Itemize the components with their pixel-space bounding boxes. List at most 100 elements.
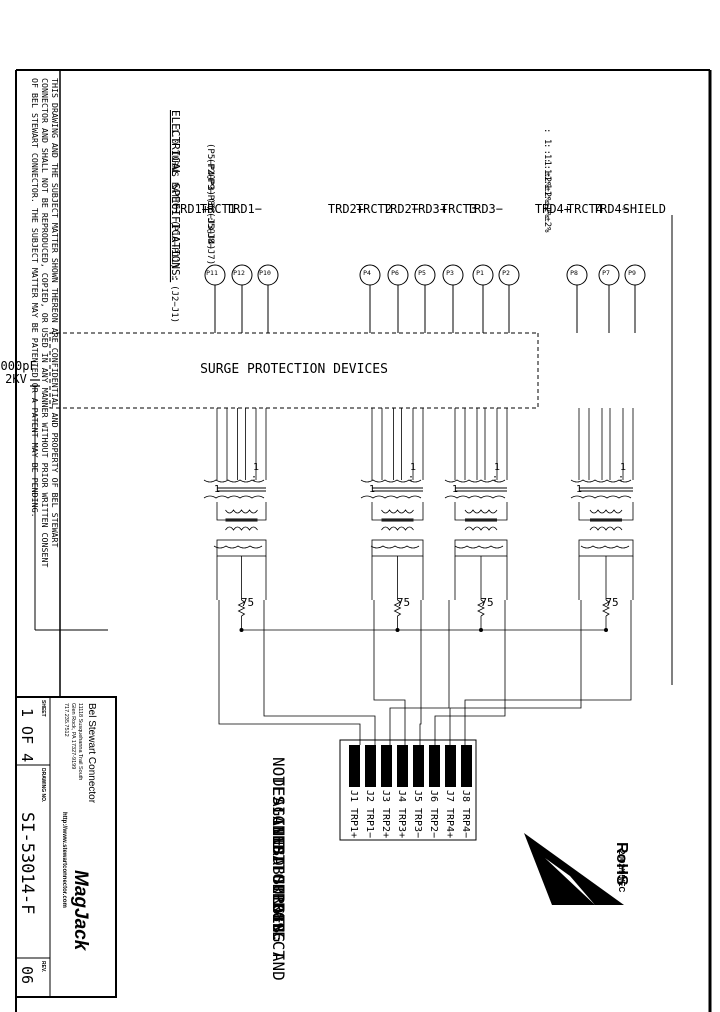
wires [214, 215, 673, 745]
signal-label: TRD1+ [173, 202, 209, 216]
resistor-value: 75 [480, 596, 493, 609]
signal-label: TRCT1 [200, 202, 236, 216]
connector-signal-label: TRP4+ [444, 808, 455, 838]
pin-label: P9 [628, 269, 636, 277]
specs-lines: 1.0 TURNS RATIO: (P10−P11) : (J2−J1) : 1 … [169, 128, 552, 323]
coil [360, 495, 422, 499]
ratio-text: 1 [253, 462, 259, 473]
ratio-text: : [618, 473, 624, 484]
coil [203, 495, 265, 499]
ratio-text: 1 [410, 462, 416, 473]
pin-label: P3 [446, 269, 454, 277]
spec-line: (P5−P4) : (J6−J3) [205, 143, 215, 235]
note-line: AGAINST GR1089 [269, 797, 288, 932]
signal-label: TRD3− [467, 202, 503, 216]
signal-label: TRD3+ [411, 202, 447, 216]
notes-heading: NOTES: [269, 757, 288, 815]
signal-label: TRCT2 [356, 202, 392, 216]
surge-protection-label: SURGE PROTECTION DEVICES [200, 362, 388, 377]
pin-label: P11 [206, 269, 218, 277]
coil [360, 479, 422, 483]
rohs-label: RoHS [613, 842, 630, 886]
spec-tolerance: : 1 : 1 ±2% [542, 128, 552, 188]
connector-contact [397, 745, 408, 787]
spec-line: (P2−P3) : (J5−J4) [205, 158, 215, 250]
spec-tolerance: : 1 : 1 ±2% [542, 173, 552, 233]
choke-coil [589, 509, 623, 514]
choke-coil [225, 509, 258, 514]
resistor [477, 599, 485, 617]
connector-pin-label: J7 [444, 790, 455, 802]
spec-line: 1.0 TURNS RATIO: (P10−P11) : (J2−J1) [169, 128, 179, 323]
pin-label: P7 [602, 269, 610, 277]
rohs-sub: 2002/95/EC [617, 850, 626, 892]
output-trace [373, 600, 406, 745]
drawing-label: DRAWING NO. [40, 768, 46, 803]
signal-label: TRD2− [383, 202, 419, 216]
pin-label: P8 [570, 269, 578, 277]
connector-signal-label: TRP3− [412, 808, 423, 838]
ratio-text: 1 [369, 484, 375, 495]
choke-coil [381, 526, 414, 531]
signal-label: TRD1− [226, 202, 262, 216]
connector-pin-label: J8 [460, 790, 471, 802]
connector-contact [445, 745, 456, 787]
magjack-logo: MagJack [70, 870, 91, 952]
company-address-1: 11118 Susquehanna Trail South [77, 703, 83, 780]
spec-tolerance: : 1 : 1 ±2% [542, 143, 552, 203]
ratio-text: 1 [214, 484, 220, 495]
connector-pins: J8TRP4−J7TRP4+J6TRP2−J5TRP3−J4TRP3+J3TRP… [348, 745, 472, 838]
title-block: Bel Stewart Connector 11118 Susquehanna … [15, 696, 117, 998]
connector-pin-label: J5 [412, 790, 423, 802]
connector-contact [461, 745, 472, 787]
pin-label: P10 [259, 269, 271, 277]
output-trace [434, 600, 506, 745]
surge-protection-box [49, 332, 539, 409]
coil [570, 479, 632, 483]
connector-pin-label: J1 [348, 790, 359, 802]
connector-signal-label: TRP2− [428, 808, 439, 838]
connector-body [339, 739, 477, 841]
company-name: Bel Stewart Connector [86, 703, 97, 804]
signal-label: TRD2+ [328, 202, 364, 216]
company-address-2: Glen Rock, PA 17327-9199 [70, 703, 76, 769]
note-line: INTRABUILDING AND [269, 817, 288, 981]
rev-number: 06 [18, 966, 36, 984]
connector-contact [429, 745, 440, 787]
resistor [393, 599, 402, 617]
coil [570, 495, 632, 499]
connector-contact [381, 745, 392, 787]
signal-label: TRCT4 [567, 202, 603, 216]
capacitor-value: 1000pF [0, 359, 37, 373]
connector-signal-label: TRP2+ [380, 808, 391, 838]
spec-tolerance: : 1 : 1 ±2% [542, 158, 552, 218]
ratio-text: : [408, 473, 414, 484]
company-url: http://www.stewartconnector.com [61, 812, 67, 908]
output-trace [419, 600, 422, 745]
ratio-text: 1 [452, 484, 458, 495]
pin-label: P4 [363, 269, 371, 277]
choke-coil [589, 526, 623, 531]
note-line: ESD SURGES. [269, 837, 288, 943]
ratio-text: 1 [494, 462, 500, 473]
pin-label: P1 [476, 269, 484, 277]
choke-coil [381, 509, 414, 514]
specs-heading: ELECTRICAL SPECIFICATIONS: [169, 110, 182, 282]
resistor-value: 75 [397, 596, 410, 609]
connector-pin-label: J6 [428, 790, 439, 802]
sheet-label: SHEET [40, 700, 46, 717]
connector-signal-label: TRP3+ [396, 808, 407, 838]
output-trace [449, 600, 582, 745]
confidential-notice: THIS DRAWING AND THE SUBJECT MATTER SHOW… [30, 78, 60, 568]
ratio-text: 1 [576, 484, 582, 495]
confidential-line: OF BEL STEWART CONNECTOR. THE SUBJECT MA… [30, 78, 40, 518]
ratio-text: : [251, 473, 257, 484]
ratio-text: 1 [620, 462, 626, 473]
ratio-text: : [492, 473, 498, 484]
resistor-value: 75 [605, 596, 618, 609]
transformer-channel: 1:175 [570, 408, 634, 632]
signal-label: TRCT3 [441, 202, 477, 216]
